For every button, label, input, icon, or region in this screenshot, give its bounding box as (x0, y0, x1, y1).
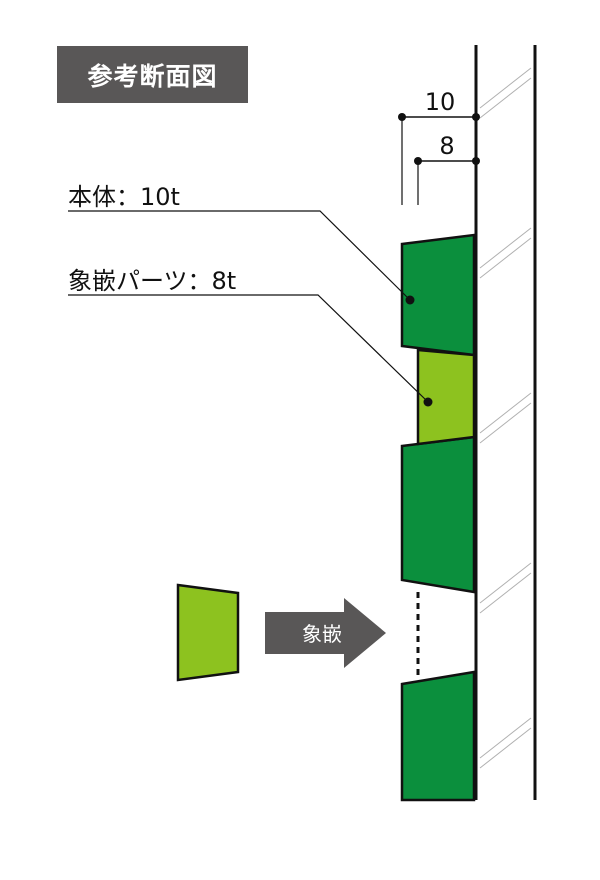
body-block-1 (400, 233, 476, 357)
dimension-dot-8-right (472, 157, 480, 165)
title-badge: 参考断面図 (57, 46, 248, 103)
dimension-dot-10-right (472, 113, 480, 121)
title-text: 参考断面図 (87, 61, 218, 91)
dimension-dot-10-left (398, 113, 406, 121)
dimension-label-8: 8 (439, 132, 454, 160)
inlay-part-loose (176, 583, 240, 682)
inlay-arrow (265, 598, 386, 668)
leader-body (68, 210, 411, 301)
leader-inlay-part (68, 294, 429, 403)
arrow-label: 象嵌 (302, 622, 342, 646)
leader-inlay-dot (423, 397, 433, 407)
body-block-3 (400, 670, 476, 802)
inlay-part-installed (416, 348, 476, 446)
body-block-2 (400, 435, 476, 594)
label-inlay-part: 象嵌パーツ：8t (68, 267, 236, 295)
label-body: 本体：10t (68, 183, 180, 211)
wall-hatching (479, 67, 532, 769)
dimension-label-10: 10 (425, 88, 456, 116)
leader-body-dot (405, 295, 415, 305)
dimension-dot-8-left (414, 157, 422, 165)
